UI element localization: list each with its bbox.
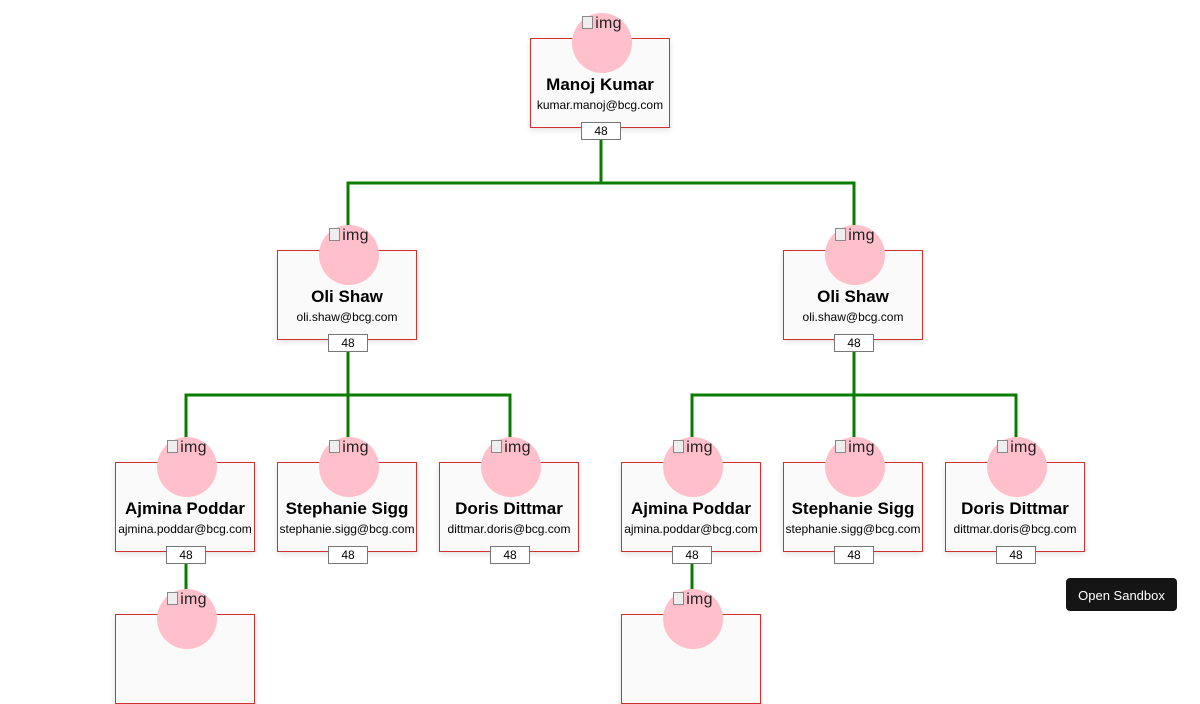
avatar: img xyxy=(825,437,885,497)
open-sandbox-button[interactable]: Open Sandbox xyxy=(1066,578,1177,611)
avatar: img xyxy=(157,437,217,497)
node-email: kumar.manoj@bcg.com xyxy=(536,98,664,112)
broken-image-icon: img xyxy=(572,15,632,33)
node-name: Doris Dittmar xyxy=(455,499,563,518)
children-count-badge[interactable]: 48 xyxy=(490,546,530,564)
node-email: oli.shaw@bcg.com xyxy=(802,310,904,324)
children-count-badge[interactable]: 48 xyxy=(672,546,712,564)
broken-image-icon: img xyxy=(663,591,723,609)
avatar: img xyxy=(157,589,217,649)
children-count-badge[interactable]: 48 xyxy=(328,334,368,352)
node-name: Ajmina Poddar xyxy=(631,499,751,518)
node-name: Manoj Kumar xyxy=(546,75,654,94)
connector-lines xyxy=(184,139,1018,592)
node-name: Stephanie Sigg xyxy=(285,499,409,518)
node-email: oli.shaw@bcg.com xyxy=(296,310,398,324)
avatar: img xyxy=(319,437,379,497)
broken-image-icon: img xyxy=(157,439,217,457)
children-count-badge[interactable]: 48 xyxy=(581,122,621,140)
broken-image-icon: img xyxy=(825,439,885,457)
avatar: img xyxy=(663,589,723,649)
node-name: Stephanie Sigg xyxy=(791,499,915,518)
children-count-badge[interactable]: 48 xyxy=(996,546,1036,564)
avatar: img xyxy=(663,437,723,497)
node-name: Oli Shaw xyxy=(817,287,889,306)
children-count-badge[interactable]: 48 xyxy=(834,334,874,352)
node-name: Doris Dittmar xyxy=(961,499,1069,518)
broken-image-icon: img xyxy=(319,439,379,457)
children-count-badge[interactable]: 48 xyxy=(834,546,874,564)
node-email: dittmar.doris@bcg.com xyxy=(447,522,571,536)
avatar: img xyxy=(572,13,632,73)
broken-image-icon: img xyxy=(825,227,885,245)
broken-image-icon: img xyxy=(987,439,1047,457)
node-email: dittmar.doris@bcg.com xyxy=(953,522,1077,536)
children-count-badge[interactable]: 48 xyxy=(166,546,206,564)
node-email: ajmina.poddar@bcg.com xyxy=(624,522,758,536)
broken-image-icon: img xyxy=(157,591,217,609)
avatar: img xyxy=(481,437,541,497)
node-email: ajmina.poddar@bcg.com xyxy=(118,522,252,536)
org-node[interactable]: img xyxy=(621,589,761,704)
avatar: img xyxy=(825,225,885,285)
avatar: img xyxy=(987,437,1047,497)
avatar: img xyxy=(319,225,379,285)
children-count-badge[interactable]: 48 xyxy=(328,546,368,564)
node-name: Oli Shaw xyxy=(311,287,383,306)
node-email: stephanie.sigg@bcg.com xyxy=(279,522,415,536)
node-email: stephanie.sigg@bcg.com xyxy=(785,522,921,536)
broken-image-icon: img xyxy=(663,439,723,457)
broken-image-icon: img xyxy=(481,439,541,457)
org-node[interactable]: img xyxy=(115,589,255,704)
node-name: Ajmina Poddar xyxy=(125,499,245,518)
broken-image-icon: img xyxy=(319,227,379,245)
